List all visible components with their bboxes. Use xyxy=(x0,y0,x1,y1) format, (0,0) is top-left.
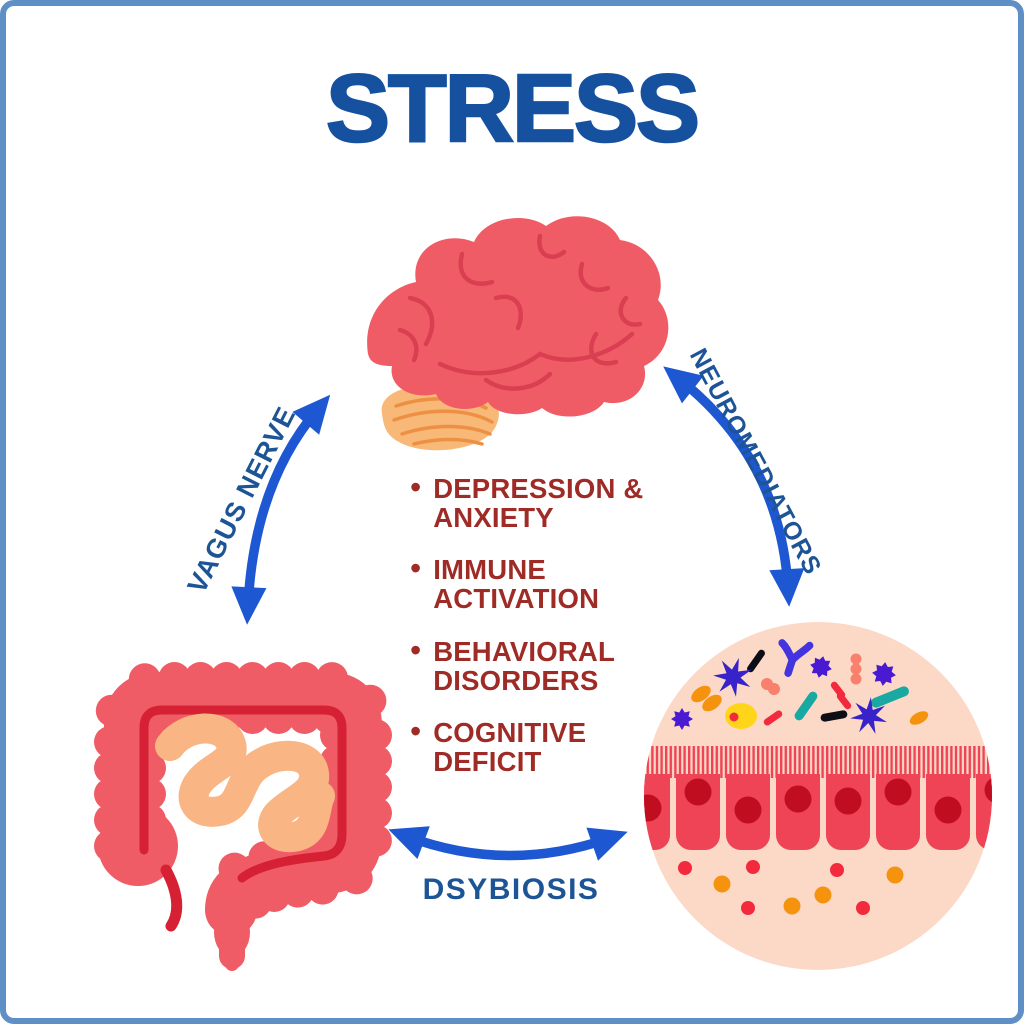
cerebrum-icon xyxy=(367,216,669,417)
intestines-illustration xyxy=(94,662,392,971)
bullet-icon: • xyxy=(410,631,422,668)
list-item: • BEHAVIORAL DISORDERS xyxy=(410,631,680,696)
list-item-label: COGNITIVE DEFICIT xyxy=(433,716,587,777)
small-intestine-icon xyxy=(155,713,335,853)
dsybiosis-arrow xyxy=(388,826,628,861)
rectum-icon xyxy=(214,891,250,971)
page-title: STRESS xyxy=(325,54,702,164)
brain-illustration xyxy=(367,216,669,451)
list-item: • DEPRESSION & ANXIETY xyxy=(410,469,680,534)
epithelial-cells xyxy=(644,774,992,850)
bullet-icon: • xyxy=(410,550,422,587)
colon-icon xyxy=(104,672,382,936)
list-item-label: DEPRESSION & ANXIETY xyxy=(433,473,644,534)
microvilli-icon xyxy=(644,746,992,778)
microbiome-circle-illustration xyxy=(644,622,992,970)
colon-inner-line xyxy=(139,705,347,883)
list-item: • IMMUNE ACTIVATION xyxy=(410,550,680,615)
bullet-icon: • xyxy=(410,469,422,505)
branching-microbe-icon xyxy=(778,639,814,677)
list-item-label: BEHAVIORAL DISORDERS xyxy=(433,635,615,696)
list-item: • COGNITIVE DEFICIT xyxy=(410,712,680,777)
list-item-label: IMMUNE ACTIVATION xyxy=(433,554,600,615)
neuromediators-arrow xyxy=(663,366,805,607)
microbes xyxy=(671,639,929,734)
dsybiosis-label: DSYBIOSIS xyxy=(422,873,600,906)
cecum-icon xyxy=(98,806,178,886)
stress-effects-list: • DEPRESSION & ANXIETY • IMMUNE ACTIVATI… xyxy=(410,469,680,799)
appendix-icon xyxy=(160,864,183,932)
arrows-layer xyxy=(231,366,805,861)
secreted-molecules xyxy=(678,860,904,915)
vagus-nerve-arrow xyxy=(231,394,331,625)
bullet-icon: • xyxy=(410,712,422,749)
